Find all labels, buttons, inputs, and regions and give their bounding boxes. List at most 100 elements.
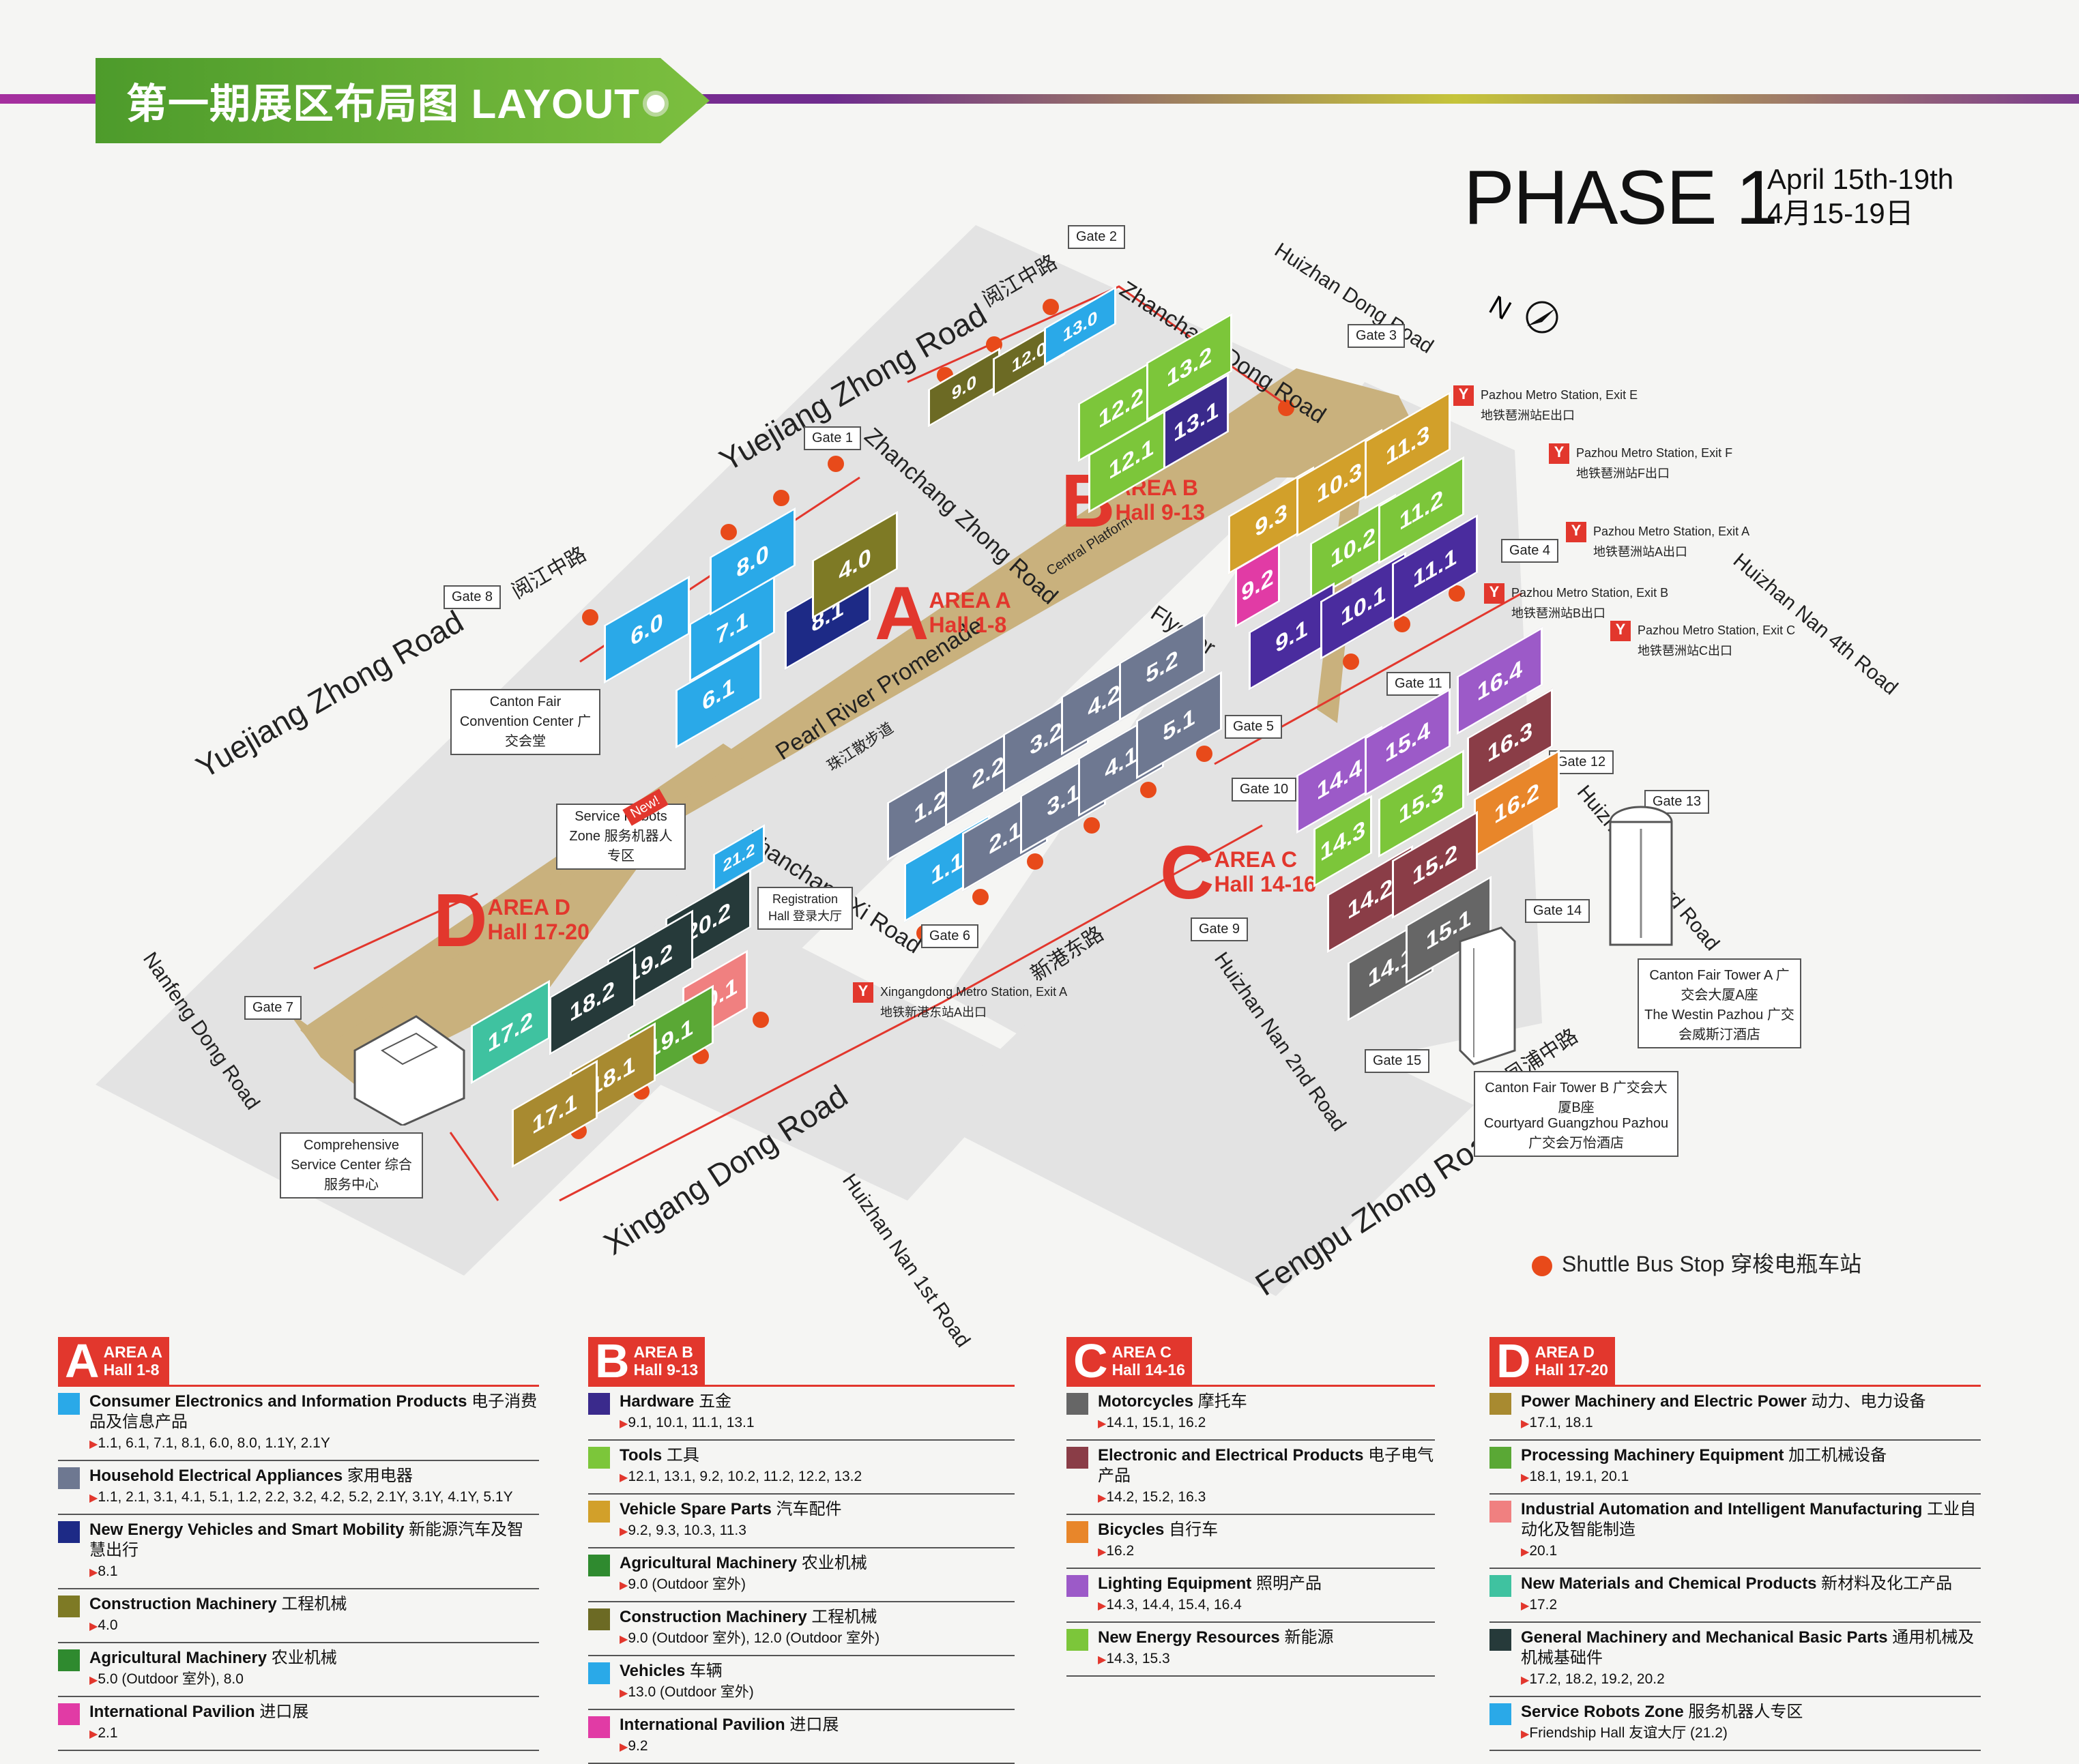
tower-a-box: Canton Fair Tower A 广交会大厦A座 The Westin P… xyxy=(1638,958,1801,1048)
legend-swatch xyxy=(58,1596,80,1617)
legend-category-cn: 自行车 xyxy=(1169,1520,1219,1539)
legend-row: Service Robots Zone 服务机器人专区 Friendship Ha… xyxy=(1489,1697,1981,1751)
legend-row: Vehicles 车辆13.0 (Outdoor 室外) xyxy=(588,1656,1015,1710)
gate-11[interactable]: Gate 11 xyxy=(1386,672,1451,696)
metro-icon: Y xyxy=(853,982,873,1003)
legend-category-cn: 摩托车 xyxy=(1197,1392,1247,1411)
metro-icon: Y xyxy=(1610,621,1631,641)
gate-1[interactable]: Gate 1 xyxy=(804,426,862,450)
legend-d-letter: D xyxy=(1496,1334,1531,1387)
date-en: April 15th-19th xyxy=(1767,163,1954,195)
legend-a-rows: Consumer Electronics and Information Pro… xyxy=(58,1387,539,1751)
legend-category-cn: 动力、电力设备 xyxy=(1811,1392,1926,1411)
legend-halls: 14.1, 15.1, 16.2 xyxy=(1098,1415,1206,1430)
legend-category-cn: 电子电气产品 xyxy=(1098,1446,1434,1485)
gate-3[interactable]: Gate 3 xyxy=(1348,324,1406,348)
legend-row: General Machinery and Mechanical Basic P… xyxy=(1489,1623,1981,1697)
courtyard-label: Courtyard Guangzhou Pazhou 广交会万怡酒店 xyxy=(1483,1116,1669,1151)
metro-exit-c-name: Pazhou Metro Station, Exit C xyxy=(1638,623,1796,637)
legend-halls: 9.0 (Outdoor 室外), 12.0 (Outdoor 室外) xyxy=(620,1630,879,1646)
legend-swatch xyxy=(588,1555,610,1576)
phase-title: PHASE 1 xyxy=(1464,155,1778,240)
legend-category: New Energy Vehicles and Smart Mobility xyxy=(89,1520,405,1539)
legend-d-label: AREA D xyxy=(1535,1343,1595,1361)
legend-a-label: AREA A xyxy=(103,1343,163,1361)
legend-row: Industrial Automation and Intelligent Ma… xyxy=(1489,1495,1981,1569)
legend-a-halls: Hall 1-8 xyxy=(103,1361,160,1379)
legend-text: Bicycles 自行车16.2 xyxy=(1098,1520,1218,1563)
legend-row: Construction Machinery 工程机械9.0 (Outdoor … xyxy=(588,1602,1015,1656)
legend-text: Hardware 五金9.1, 10.1, 11.1, 13.1 xyxy=(620,1392,755,1435)
tower-a-building-icon xyxy=(1609,806,1673,946)
gate-8[interactable]: Gate 8 xyxy=(444,585,501,609)
legend-category-cn: 新材料及化工产品 xyxy=(1821,1574,1953,1593)
legend-text: New Materials and Chemical Products 新材料及… xyxy=(1521,1574,1952,1617)
legend-swatch xyxy=(58,1649,80,1671)
tower-b-box: Canton Fair Tower B 广交会大厦B座 Courtyard Gu… xyxy=(1474,1071,1678,1157)
gate-15[interactable]: Gate 15 xyxy=(1365,1049,1430,1073)
tower-a-label: Canton Fair Tower A 广交会大厦A座 xyxy=(1649,968,1790,1003)
legend-halls: 8.1 xyxy=(89,1563,118,1579)
legend-halls: 18.1, 19.1, 20.1 xyxy=(1521,1469,1629,1484)
legend-row: Bicycles 自行车16.2 xyxy=(1066,1515,1435,1569)
legend-row: New Energy Vehicles and Smart Mobility 新… xyxy=(58,1515,539,1589)
legend-swatch xyxy=(588,1501,610,1523)
legend-swatch xyxy=(58,1393,80,1415)
legend-category-cn: 汽车配件 xyxy=(776,1500,842,1518)
metro-exit-f-cn: 地铁琶洲站F出口 xyxy=(1576,467,1670,480)
area-c-halls: Hall 14-16 xyxy=(1214,872,1316,896)
gate-10[interactable]: Gate 10 xyxy=(1232,778,1297,802)
legend-halls: 9.0 (Outdoor 室外) xyxy=(620,1576,746,1592)
legend-text: Electronic and Electrical Products 电子电气产… xyxy=(1098,1445,1435,1509)
metro-exit-a-name: Pazhou Metro Station, Exit A xyxy=(1593,524,1750,538)
gate-7[interactable]: Gate 7 xyxy=(244,996,302,1020)
gate-4[interactable]: Gate 4 xyxy=(1501,539,1559,563)
area-c-label: AREA C xyxy=(1214,847,1297,872)
legend-row: Lighting Equipment 照明产品14.3, 14.4, 15.4,… xyxy=(1066,1569,1435,1623)
legend-row: Tools 工具12.1, 13.1, 9.2, 10.2, 11.2, 12.… xyxy=(588,1441,1015,1495)
metro-xingangdong-cn: 地铁新港东站A出口 xyxy=(880,1005,987,1019)
gate-2[interactable]: Gate 2 xyxy=(1068,225,1126,249)
legend-category: Construction Machinery xyxy=(89,1595,277,1613)
metro-exit-e-cn: 地铁琶洲站E出口 xyxy=(1481,409,1575,422)
legend-category-cn: 工业自动化及智能制造 xyxy=(1521,1500,1977,1539)
legend-swatch xyxy=(58,1521,80,1543)
legend-category: Service Robots Zone xyxy=(1521,1703,1684,1721)
legend-row: Hardware 五金9.1, 10.1, 11.1, 13.1 xyxy=(588,1387,1015,1441)
legend-swatch xyxy=(588,1393,610,1415)
gate-14[interactable]: Gate 14 xyxy=(1525,899,1590,923)
metro-exit-a-cn: 地铁琶洲站A出口 xyxy=(1593,545,1688,559)
gate-6[interactable]: Gate 6 xyxy=(921,924,979,948)
metro-exit-f-name: Pazhou Metro Station, Exit F xyxy=(1576,445,1733,460)
legend-swatch xyxy=(1066,1575,1088,1597)
legend-swatch xyxy=(1489,1501,1511,1523)
gate-9[interactable]: Gate 9 xyxy=(1191,917,1249,941)
legend-halls: 5.0 (Outdoor 室外), 8.0 xyxy=(89,1671,244,1687)
legend-text: Agricultural Machinery 农业机械 9.0 (Outdoor … xyxy=(620,1553,867,1596)
legend-halls: 14.3, 14.4, 15.4, 16.4 xyxy=(1098,1597,1242,1613)
gate-5[interactable]: Gate 5 xyxy=(1225,715,1283,739)
legend-category: Agricultural Machinery xyxy=(620,1554,798,1572)
legend-c-halls: Hall 14-16 xyxy=(1111,1361,1185,1379)
legend-halls: Friendship Hall 友谊大厅 (21.2) xyxy=(1521,1725,1728,1741)
legend-text: International Pavilion 进口展2.1 xyxy=(89,1702,308,1745)
metro-icon: Y xyxy=(1566,522,1586,542)
legend-text: New Energy Resources 新能源14.3, 15.3 xyxy=(1098,1628,1333,1671)
legend-b-letter: B xyxy=(595,1334,630,1387)
legend-text: New Energy Vehicles and Smart Mobility 新… xyxy=(89,1520,539,1583)
area-a-label: AREA A xyxy=(929,588,1011,613)
metro-icon: Y xyxy=(1549,443,1569,464)
legend-row: Agricultural Machinery 农业机械5.0 (Outdoor … xyxy=(58,1643,539,1697)
legend-category-cn: 农业机械 xyxy=(801,1554,867,1572)
legend-swatch xyxy=(1066,1393,1088,1415)
legend-category: Agricultural Machinery xyxy=(89,1649,267,1667)
shuttle-legend: Shuttle Bus Stop 穿梭电瓶车站 xyxy=(1532,1247,1861,1278)
legend-category-cn: 服务机器人专区 xyxy=(1688,1703,1803,1721)
legend-swatch xyxy=(1489,1447,1511,1469)
